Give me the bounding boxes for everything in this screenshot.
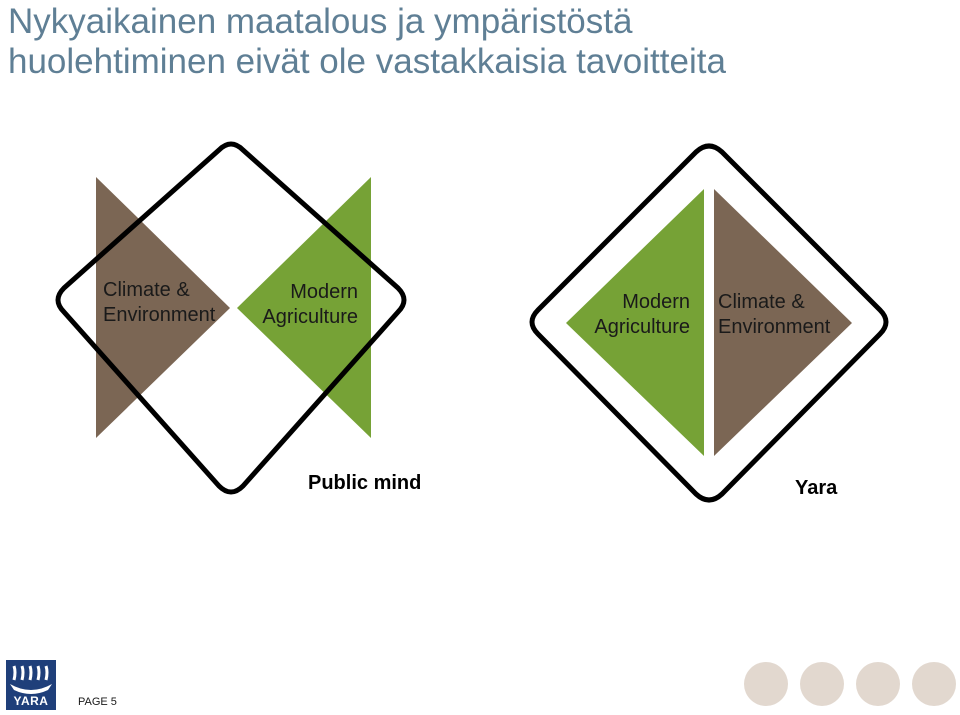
left-environment-triangle: [96, 177, 230, 438]
title-line-1: Nykyaikainen maatalous ja ympäristöstä: [8, 2, 633, 41]
footer-dot-3: [856, 662, 900, 706]
right-agriculture-triangle: [566, 189, 704, 456]
left-agriculture-label: Modern Agriculture: [262, 281, 358, 328]
public-mind-caption: Public mind: [308, 472, 422, 494]
footer-dot-1: [744, 662, 788, 706]
yara-caption: Yara: [795, 477, 838, 499]
logo-text: YARA: [13, 694, 49, 708]
page-number: PAGE 5: [78, 696, 117, 708]
footer-dot-2: [800, 662, 844, 706]
yara-logo: YARA: [6, 660, 56, 710]
left-environment-label: Climate & Environment: [103, 279, 216, 326]
footer-dot-4: [912, 662, 956, 706]
left-agriculture-triangle: [237, 177, 371, 438]
viking-ship-logo-icon: [10, 665, 52, 694]
slide-title: Nykyaikainen maatalous ja ympäristöstä h…: [8, 2, 726, 82]
right-diamond-outline: [529, 143, 889, 503]
left-diamond-outline: [55, 141, 407, 495]
right-agriculture-label: Modern Agriculture: [594, 291, 690, 338]
right-environment-label: Climate & Environment: [718, 291, 831, 338]
title-line-2: huolehtiminen eivät ole vastakkaisia tav…: [8, 42, 726, 81]
right-environment-triangle: [714, 189, 852, 456]
